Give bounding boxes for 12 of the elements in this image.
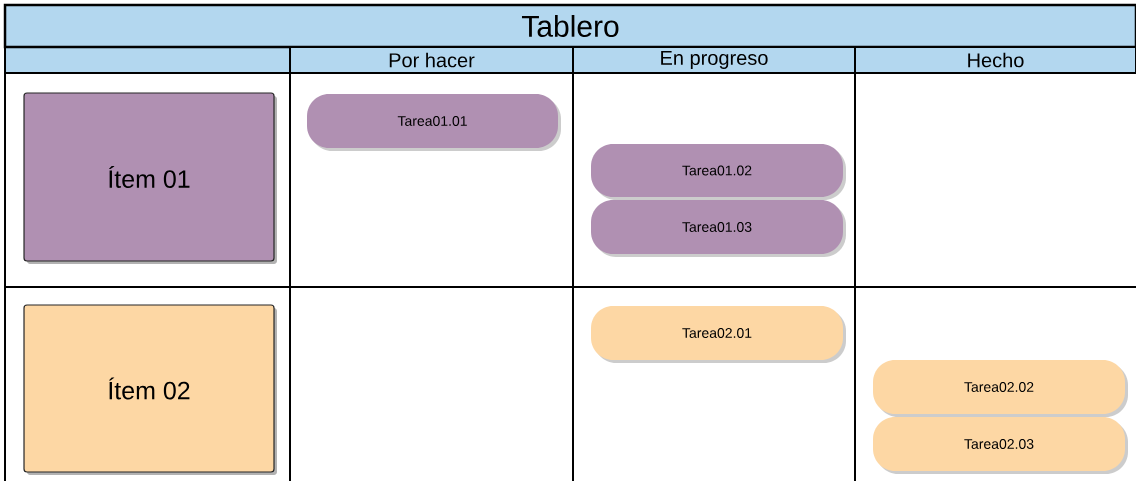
task-pill: Tarea01.02 (591, 144, 846, 200)
column-header: Por hacer (289, 46, 574, 74)
task-pill: Tarea01.01 (307, 94, 561, 151)
item-card: Ítem 02 (23, 304, 277, 475)
task-pill: Tarea01.03 (591, 200, 846, 257)
task-pill: Tarea02.03 (873, 417, 1128, 474)
column-header: En progreso (572, 46, 856, 74)
column-header: Hecho (854, 46, 1136, 74)
item-card: Ítem 01 (23, 92, 277, 264)
task-pill: Tarea02.02 (873, 360, 1128, 417)
node-label: Hecho (968, 52, 1024, 68)
task-pill: Tarea02.01 (591, 306, 846, 363)
